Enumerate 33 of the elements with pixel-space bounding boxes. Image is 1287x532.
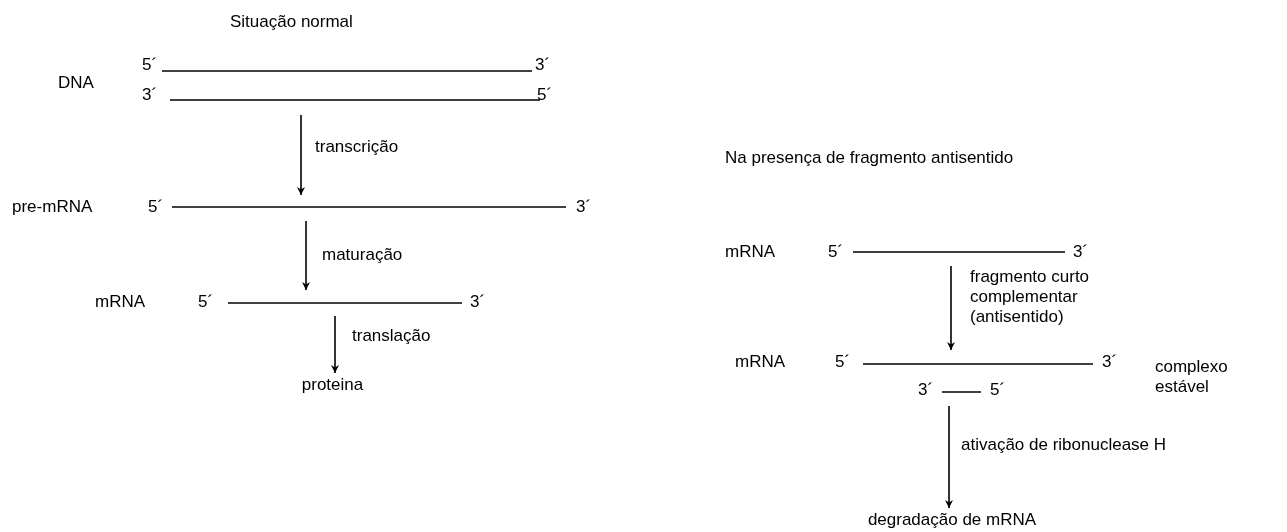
arrow [945, 405, 953, 509]
strand-end-label: 3´ [535, 55, 551, 75]
molecule-label: mRNA [735, 352, 786, 372]
strand-end-label: 5´ [835, 352, 851, 372]
strand-end-label: 3´ [1073, 242, 1089, 262]
strand-end-label: 3´ [470, 292, 486, 312]
molecule-label: mRNA [725, 242, 776, 262]
edge-label: maturação [322, 245, 403, 265]
strand-end-label: 5´ [142, 55, 158, 75]
heading-text: Na presença de fragmento antisentido [725, 148, 1014, 168]
heading-text: Situação normal [230, 12, 353, 32]
molecule-label: pre-mRNA [12, 197, 93, 217]
strand-end-label: 3´ [918, 380, 934, 400]
annotation-text: complexo estável [1155, 357, 1229, 397]
strand-end-label: 3´ [1102, 352, 1118, 372]
edge-label: ativação de ribonuclease H [961, 435, 1167, 455]
product-label: proteina [285, 373, 380, 397]
strand-end-label: 5´ [198, 292, 214, 312]
strand-end-label: 3´ [576, 197, 592, 217]
edge-label: translação [352, 326, 431, 346]
strand-end-label: 3´ [142, 85, 158, 105]
arrow [302, 220, 310, 291]
strand-end-label: 5´ [828, 242, 844, 262]
strand-end-label: 5´ [990, 380, 1006, 400]
arrow [297, 114, 305, 196]
strand-end-label: 5´ [148, 197, 164, 217]
arrow [331, 315, 339, 374]
product-label: degradação de mRNA [862, 508, 1042, 532]
edge-label: transcrição [315, 137, 399, 157]
molecule-label: DNA [58, 73, 94, 93]
strand-end-label: 5´ [537, 85, 553, 105]
arrow [947, 265, 955, 351]
molecule-label: mRNA [95, 292, 146, 312]
